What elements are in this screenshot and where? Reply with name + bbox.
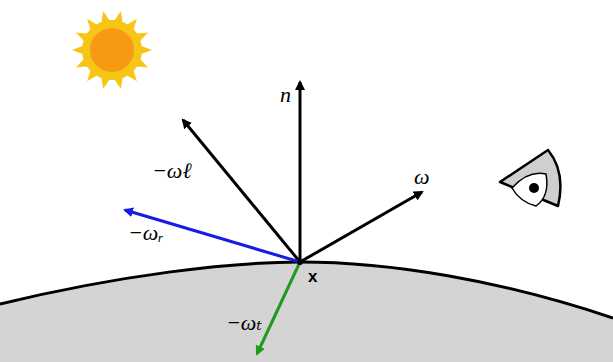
- sun-core: [90, 28, 134, 72]
- light-dir-label: −ωℓ: [152, 160, 192, 182]
- point-label: x: [308, 268, 317, 285]
- sun-disc: [82, 20, 142, 80]
- view-dir-label: ω: [414, 166, 430, 188]
- normal-label: n: [280, 84, 291, 106]
- reflect-dir-label: −ωᵣ: [128, 222, 164, 244]
- transmit-dir-label: −ωₜ: [226, 312, 262, 334]
